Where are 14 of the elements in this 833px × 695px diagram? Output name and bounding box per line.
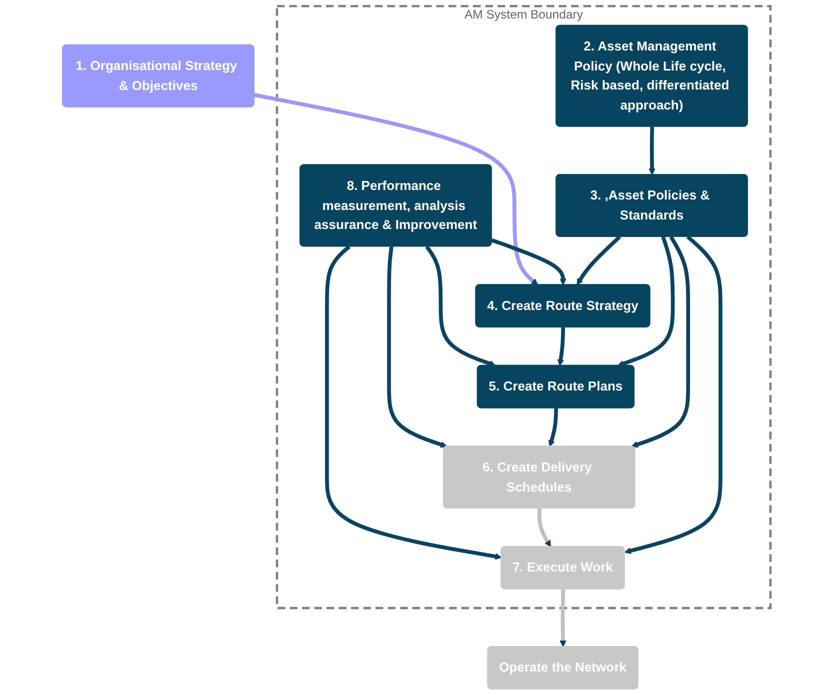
arrow [624, 235, 722, 554]
arrow [560, 589, 566, 648]
arrow [631, 236, 690, 448]
arrow [557, 327, 566, 366]
arrow [537, 508, 551, 548]
arrow [387, 246, 448, 448]
arrow [254, 93, 538, 286]
arrow [576, 235, 621, 286]
arrow [548, 408, 558, 447]
arrow [617, 236, 675, 367]
arrow [648, 126, 656, 176]
arrow [325, 245, 502, 560]
arrow [425, 245, 496, 367]
arrow [491, 238, 566, 286]
